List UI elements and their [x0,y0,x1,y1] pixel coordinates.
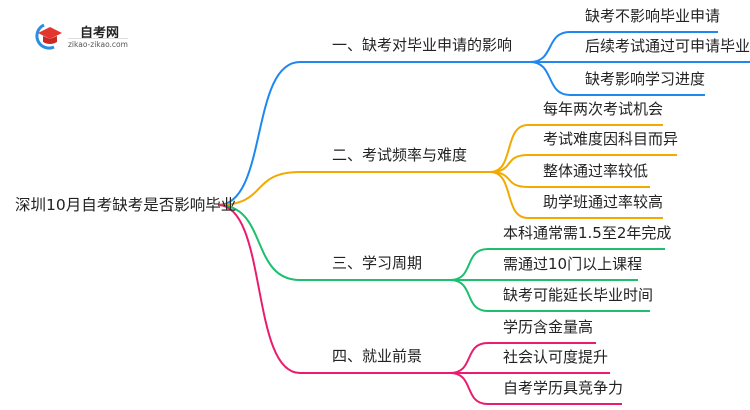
leaf-topic: 考试难度因科目而异 [543,130,679,148]
graduation-cap-icon [35,23,62,50]
leaf-connector [489,154,677,173]
leaf-topic: 社会认可度提升 [503,348,609,366]
leaf-topic: 助学班通过率较高 [543,193,664,211]
leaf-topic: 缺考可能延长毕业时间 [503,286,654,304]
leaf-topic: 后续考试通过可申请毕业 [585,37,750,55]
branch-topic: 一、缺考对毕业申请的影响 [332,36,513,54]
leaf-connector [529,31,718,63]
branch-connector [217,61,530,206]
leaf-topic: 本科通常需1.5至2年完成 [503,224,672,242]
leaf-connector [449,372,622,405]
branch-topic: 三、学习周期 [332,254,423,272]
leaf-connector [449,342,596,374]
leaf-connector [529,61,705,96]
branch-topic: 四、就业前景 [332,347,423,365]
leaf-topic: 缺考影响学习进度 [585,70,706,88]
leaf-topic: 学历含金量高 [503,318,594,336]
logo-name: 自考网 [80,26,120,41]
branch-connector [217,204,450,281]
branch-topic: 二、考试频率与难度 [332,146,468,164]
leaf-connector [449,279,650,312]
leaf-connector [449,248,665,281]
leaf-topic: 需通过10门以上课程 [503,255,643,273]
logo: 自考网 zikao-zikao.com [30,20,140,50]
leaf-topic: 缺考不影响毕业申请 [585,7,721,25]
leaf-topic: 每年两次考试机会 [543,100,664,118]
leaf-connector [489,171,663,219]
leaf-topic: 整体通过率较低 [543,162,649,180]
leaf-connector [489,124,663,173]
logo-url: zikao-zikao.com [68,38,128,49]
branch-connector [217,171,490,206]
leaf-topic: 自考学历具竞争力 [503,379,624,397]
branch-connector [217,204,450,374]
root-topic: 深圳10月自考缺考是否影响毕业 [15,196,237,214]
